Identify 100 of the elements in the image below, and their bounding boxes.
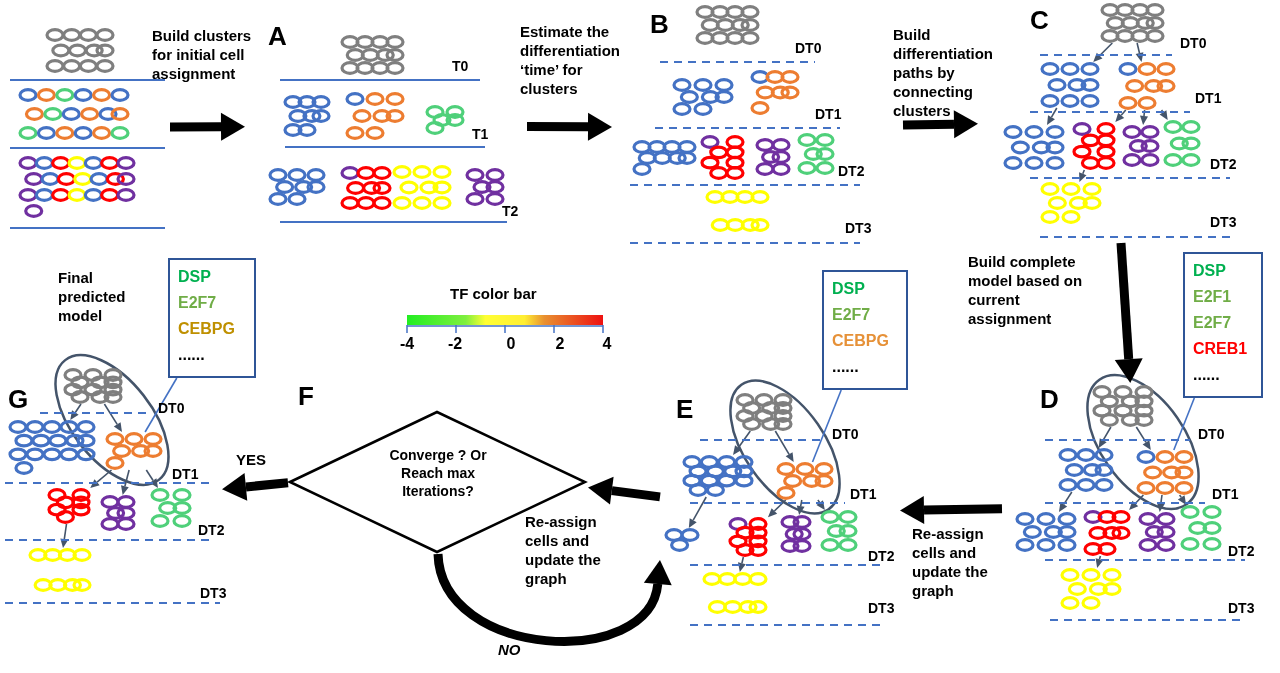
block-arrow bbox=[902, 110, 978, 139]
edge-label: Re-assign cells and update the graph bbox=[912, 524, 989, 600]
arrow bbox=[1115, 109, 1127, 123]
cell-cluster-drawing bbox=[780, 515, 812, 553]
arrow bbox=[90, 469, 113, 488]
block-arrow bbox=[527, 112, 612, 141]
panel-letter: D bbox=[1040, 385, 1059, 413]
panel-letter: C bbox=[1030, 6, 1049, 34]
cell-cluster-drawing bbox=[47, 488, 91, 524]
block-arrow bbox=[588, 476, 661, 505]
decision-text: Converge ? Or Reach max Iterations? bbox=[388, 446, 488, 500]
cell-cluster-drawing bbox=[1003, 125, 1065, 170]
arrow bbox=[145, 469, 158, 489]
level-label: DT0 bbox=[1180, 35, 1207, 51]
gene-name: DSP bbox=[178, 267, 212, 287]
block-arrow bbox=[222, 472, 289, 501]
cell-cluster-drawing bbox=[1118, 62, 1176, 110]
tick-label: 4 bbox=[601, 336, 613, 352]
level-label: DT3 bbox=[868, 600, 895, 616]
gene-name: E2F1 bbox=[1193, 287, 1233, 307]
arrow bbox=[688, 496, 707, 529]
level-label: DT2 bbox=[868, 548, 895, 564]
arrow bbox=[1095, 555, 1104, 568]
level-label: DT1 bbox=[1195, 90, 1222, 106]
cell-cluster-drawing bbox=[1138, 512, 1176, 552]
cell-cluster-drawing bbox=[105, 432, 163, 470]
block-arrow bbox=[433, 553, 672, 646]
cell-cluster-drawing bbox=[702, 572, 768, 614]
level-label: T1 bbox=[472, 126, 489, 142]
cell-cluster-drawing bbox=[1180, 505, 1222, 551]
gene-name: E2F7 bbox=[832, 305, 872, 325]
panel-letter: F bbox=[298, 382, 314, 410]
level-label: DT0 bbox=[795, 40, 822, 56]
cell-cluster-drawing bbox=[1060, 568, 1122, 610]
arrow bbox=[733, 430, 752, 455]
block-arrow bbox=[169, 112, 245, 141]
cell-cluster-drawing bbox=[100, 495, 136, 531]
cell-cluster-drawing bbox=[1136, 450, 1194, 495]
annotation-text: Final predicted model bbox=[58, 268, 127, 325]
arrow bbox=[1177, 494, 1187, 505]
leader-line bbox=[144, 377, 178, 433]
arrow bbox=[103, 403, 122, 432]
cell-cluster-drawing bbox=[735, 393, 793, 431]
arrow bbox=[774, 430, 794, 463]
ellipsis-text: ...... bbox=[178, 345, 206, 365]
ellipsis-text: ...... bbox=[1193, 365, 1221, 385]
gene-name: E2F7 bbox=[178, 293, 218, 313]
annotation-text: Re-assign cells and update the graph bbox=[525, 512, 602, 588]
edge-label: Build differentiation paths by connecting clusters bbox=[893, 25, 994, 120]
arrow bbox=[1098, 426, 1112, 448]
level-label: DT0 bbox=[832, 426, 859, 442]
cell-cluster-drawing bbox=[8, 420, 96, 475]
cell-cluster-drawing bbox=[1072, 122, 1116, 170]
arrow bbox=[1047, 107, 1058, 125]
level-label: DT3 bbox=[845, 220, 872, 236]
level-label: T2 bbox=[502, 203, 519, 219]
gene-list-box bbox=[168, 258, 256, 378]
leader-line bbox=[811, 389, 842, 463]
leader-line bbox=[1173, 397, 1196, 451]
cell-cluster-drawing bbox=[63, 368, 123, 404]
tick-label: 2 bbox=[554, 336, 566, 352]
edge-label: Build complete model based on current assignment bbox=[968, 252, 1084, 328]
arrow bbox=[738, 556, 746, 572]
annotation-text: TF color bar bbox=[450, 284, 537, 303]
gene-name: E2F7 bbox=[1193, 313, 1233, 333]
arrow bbox=[1135, 42, 1144, 62]
gene-list-box bbox=[822, 270, 908, 390]
arrow bbox=[1093, 42, 1114, 63]
level-label: DT3 bbox=[1210, 214, 1237, 230]
gene-name: CEBPG bbox=[178, 319, 236, 339]
level-label: DT1 bbox=[850, 486, 877, 502]
gene-name: CEBPG bbox=[832, 331, 890, 351]
tick-label: -2 bbox=[446, 336, 464, 352]
arrow bbox=[70, 403, 82, 420]
arrow bbox=[121, 469, 130, 495]
cell-cluster-drawing bbox=[1083, 510, 1131, 556]
panel-letter: B bbox=[650, 10, 669, 38]
cell-cluster-drawing bbox=[728, 517, 768, 557]
edge-label: Build clusters for initial cell assignment bbox=[152, 26, 253, 83]
arrow bbox=[816, 499, 825, 510]
cell-cluster-drawing bbox=[682, 455, 754, 497]
gene-name: DSP bbox=[1193, 261, 1227, 281]
block-arrow bbox=[1114, 242, 1143, 384]
level-label: DT1 bbox=[1212, 486, 1239, 502]
block-arrow bbox=[900, 496, 1003, 525]
cell-cluster-drawing bbox=[1058, 448, 1114, 492]
level-label: DT2 bbox=[838, 163, 865, 179]
cell-cluster-drawing bbox=[1040, 62, 1100, 108]
tick-label: -4 bbox=[398, 336, 416, 352]
cell-cluster-drawing bbox=[820, 510, 858, 552]
arrow bbox=[1058, 491, 1073, 512]
cell-cluster-drawing bbox=[150, 488, 192, 528]
arrow bbox=[767, 499, 787, 518]
arrow bbox=[1140, 109, 1148, 125]
cell-cluster-drawing bbox=[1100, 3, 1165, 43]
cell-cluster-drawing bbox=[1092, 385, 1154, 427]
level-label: DT1 bbox=[815, 106, 842, 122]
arrow bbox=[1159, 109, 1168, 120]
cell-cluster-drawing bbox=[1122, 125, 1160, 167]
cell-cluster-drawing bbox=[776, 462, 834, 500]
